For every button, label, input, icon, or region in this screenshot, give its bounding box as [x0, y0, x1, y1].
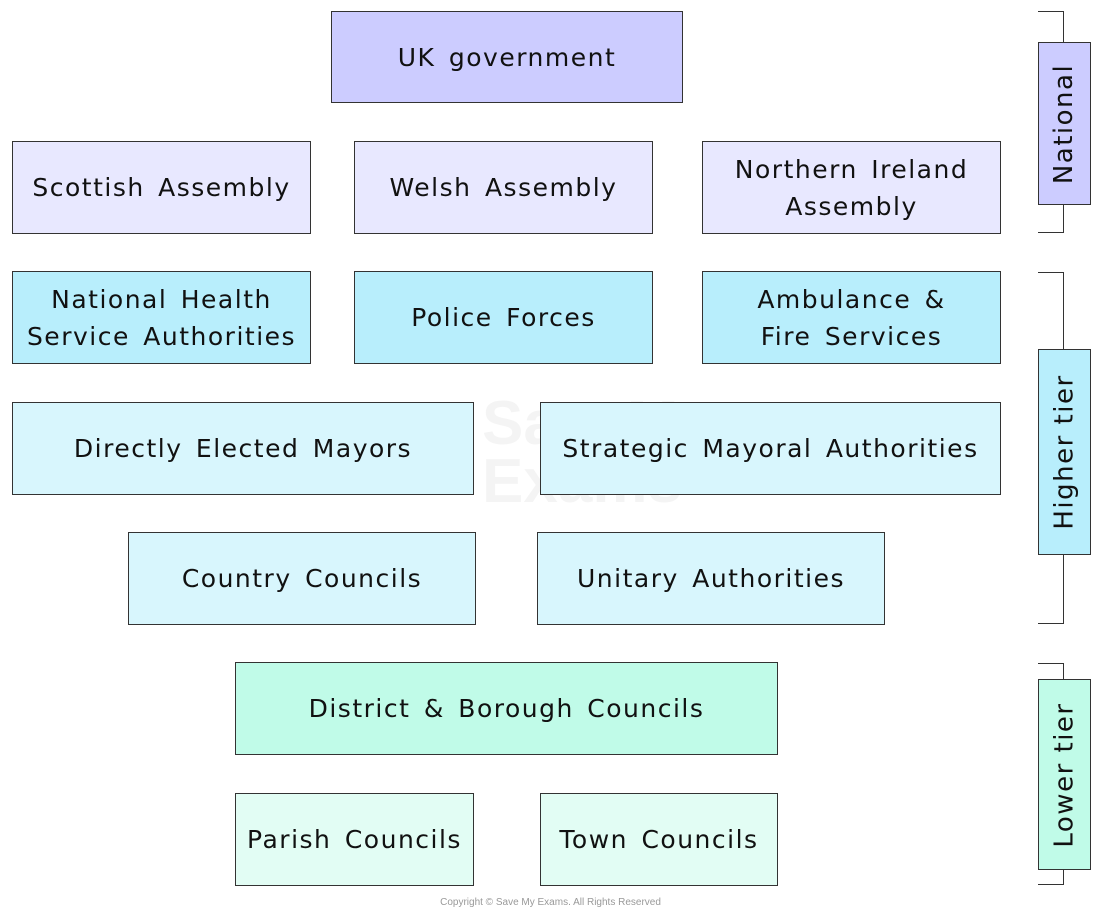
box-country-councils: Country Councils — [128, 532, 476, 625]
box-scottish-assembly: Scottish Assembly — [12, 141, 311, 234]
box-police-forces: Police Forces — [354, 271, 653, 364]
box-district-borough-councils: District & Borough Councils — [235, 662, 778, 755]
box-unitary-authorities: Unitary Authorities — [537, 532, 885, 625]
tier-label-text: Higher tier — [1049, 374, 1080, 530]
box-uk-government: UK government — [331, 11, 683, 103]
tier-label-lower-tier: Lower tier — [1038, 679, 1091, 870]
box-ambulance-fire: Ambulance & Fire Services — [702, 271, 1001, 364]
tier-label-higher-tier: Higher tier — [1038, 349, 1091, 555]
box-northern-ireland-assembly: Northern Ireland Assembly — [702, 141, 1001, 234]
box-welsh-assembly: Welsh Assembly — [354, 141, 653, 234]
box-town-councils: Town Councils — [540, 793, 778, 886]
tier-label-text: Lower tier — [1049, 701, 1080, 848]
box-directly-elected-mayors: Directly Elected Mayors — [12, 402, 474, 495]
box-nhs-authorities: National Health Service Authorities — [12, 271, 311, 364]
tier-label-national: National — [1038, 42, 1091, 205]
box-parish-councils: Parish Councils — [235, 793, 474, 886]
tier-label-text: National — [1049, 63, 1080, 184]
box-strategic-mayoral-authorities: Strategic Mayoral Authorities — [540, 402, 1001, 495]
copyright: Copyright © Save My Exams. All Rights Re… — [440, 897, 661, 908]
